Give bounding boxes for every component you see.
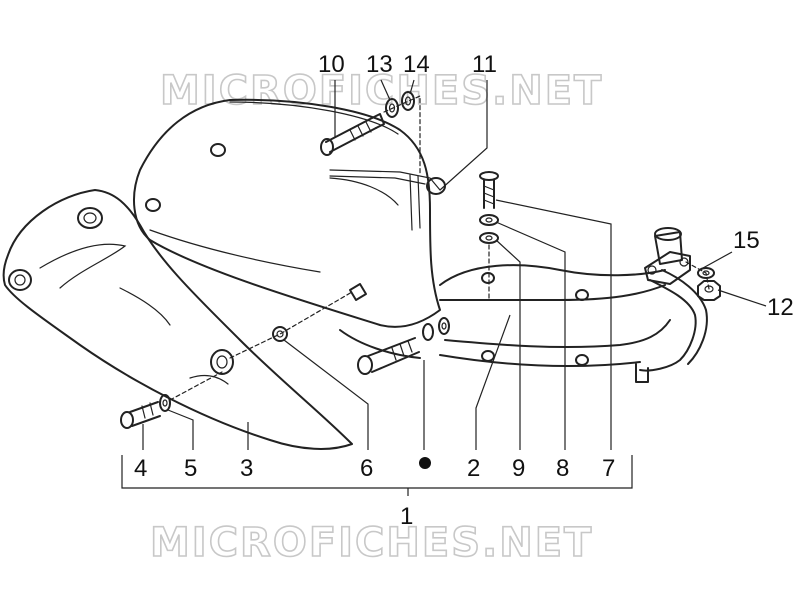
- callout-8: 8: [556, 455, 569, 482]
- callout-15: 15: [733, 227, 760, 254]
- bolt-4: [120, 401, 161, 429]
- callout-3: 3: [240, 455, 253, 482]
- callout-11: 11: [472, 51, 497, 78]
- kit-bracket: [121, 455, 633, 496]
- callout-5: 5: [184, 455, 197, 482]
- washer-5: [159, 394, 171, 412]
- muffler-body: [133, 98, 441, 359]
- callout-2: 2: [467, 455, 480, 482]
- watermark-bottom: MICROFICHES.NET: [150, 520, 593, 566]
- callout-10: 10: [318, 51, 345, 78]
- callout-7: 7: [602, 455, 615, 482]
- callout-1: 1: [400, 503, 413, 530]
- bolt-10: [320, 113, 385, 156]
- callout-6: 6: [360, 455, 373, 482]
- washer-13: [385, 98, 399, 118]
- nut-12: [697, 280, 721, 301]
- callout-14: 14: [403, 51, 430, 78]
- washer-8: [479, 214, 499, 226]
- callout-9: 9: [512, 455, 525, 482]
- watermark-top: MICROFICHES.NET: [160, 68, 603, 114]
- exhaust-pipe-bracket: [329, 169, 708, 383]
- leader-lines: [142, 79, 767, 450]
- washer-14: [401, 91, 415, 111]
- bolt-11: [357, 317, 450, 375]
- filled-dot-icon: [419, 457, 431, 469]
- callout-13: 13: [366, 51, 393, 78]
- washer-9: [479, 232, 499, 244]
- callout-12: 12: [767, 294, 794, 321]
- callout-4: 4: [134, 455, 147, 482]
- spacer-6: [272, 283, 367, 342]
- outer-heat-shield: [2, 189, 353, 450]
- bolt-7: [479, 171, 499, 209]
